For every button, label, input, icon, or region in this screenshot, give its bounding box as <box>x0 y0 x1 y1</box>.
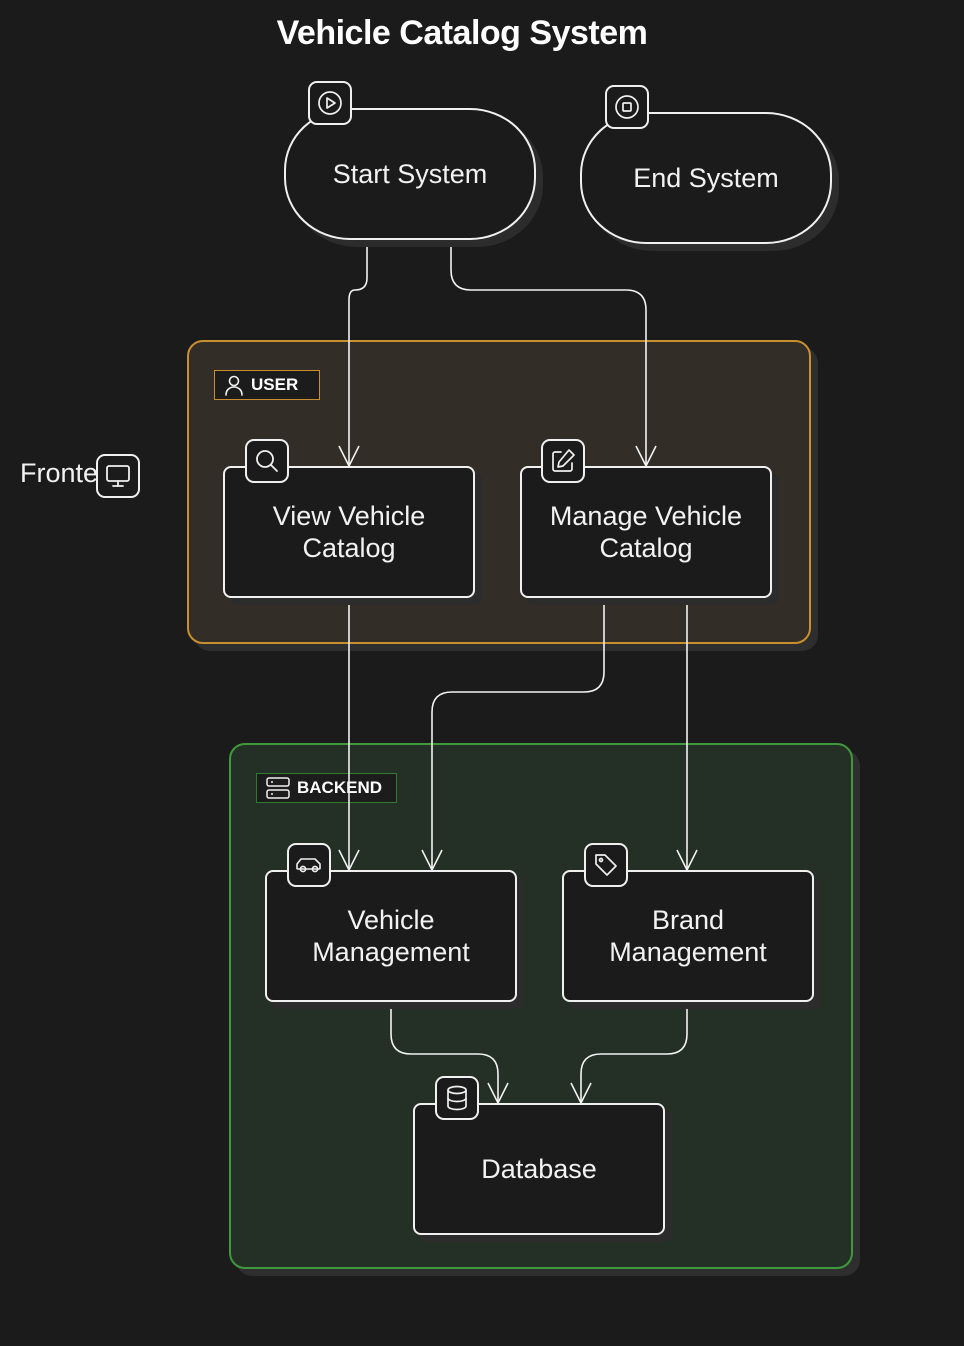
user-group-label: USER <box>214 370 320 400</box>
manage-vehicle-catalog-node: Manage Vehicle Catalog <box>520 466 772 598</box>
database-icon <box>435 1076 479 1120</box>
monitor-icon <box>96 454 140 498</box>
edge-manage-to-brand <box>676 598 698 872</box>
edge-start-to-manage <box>450 243 657 468</box>
vehicle-management-node: Vehicle Management <box>265 870 517 1002</box>
backend-group-label: BACKEND <box>256 773 397 803</box>
tag-icon <box>584 843 628 887</box>
user-group-label-text: USER <box>251 375 299 394</box>
stop-icon <box>605 85 649 129</box>
edge-brand-to-database <box>570 1002 688 1105</box>
vehicle-management-label: Vehicle Management <box>312 905 470 967</box>
brand-management-label: Brand Management <box>609 905 767 967</box>
play-icon <box>308 81 352 125</box>
start-system-label: Start System <box>332 159 488 189</box>
edge-view-to-vehicle <box>338 598 360 872</box>
diagram-title: Vehicle Catalog System <box>276 14 648 52</box>
server-icon <box>266 777 290 799</box>
edit-icon <box>541 439 585 483</box>
end-system-label: End System <box>633 163 779 193</box>
view-vehicle-catalog-label: View Vehicle Catalog <box>272 501 426 563</box>
view-vehicle-catalog-node: View Vehicle Catalog <box>223 466 475 598</box>
database-node: Database <box>413 1103 665 1235</box>
database-label: Database <box>481 1154 597 1184</box>
edge-manage-to-vehicle <box>421 598 605 872</box>
edge-start-to-view <box>338 243 368 468</box>
start-system-node: Start System <box>284 108 536 240</box>
car-icon <box>287 843 331 887</box>
manage-vehicle-catalog-label: Manage Vehicle Catalog <box>549 501 743 563</box>
search-icon <box>245 439 289 483</box>
brand-management-node: Brand Management <box>562 870 814 1002</box>
frontend-side-label: Fronte <box>20 458 99 488</box>
user-icon <box>225 375 243 396</box>
end-system-node: End System <box>580 112 832 244</box>
backend-group-label-text: BACKEND <box>297 778 382 797</box>
